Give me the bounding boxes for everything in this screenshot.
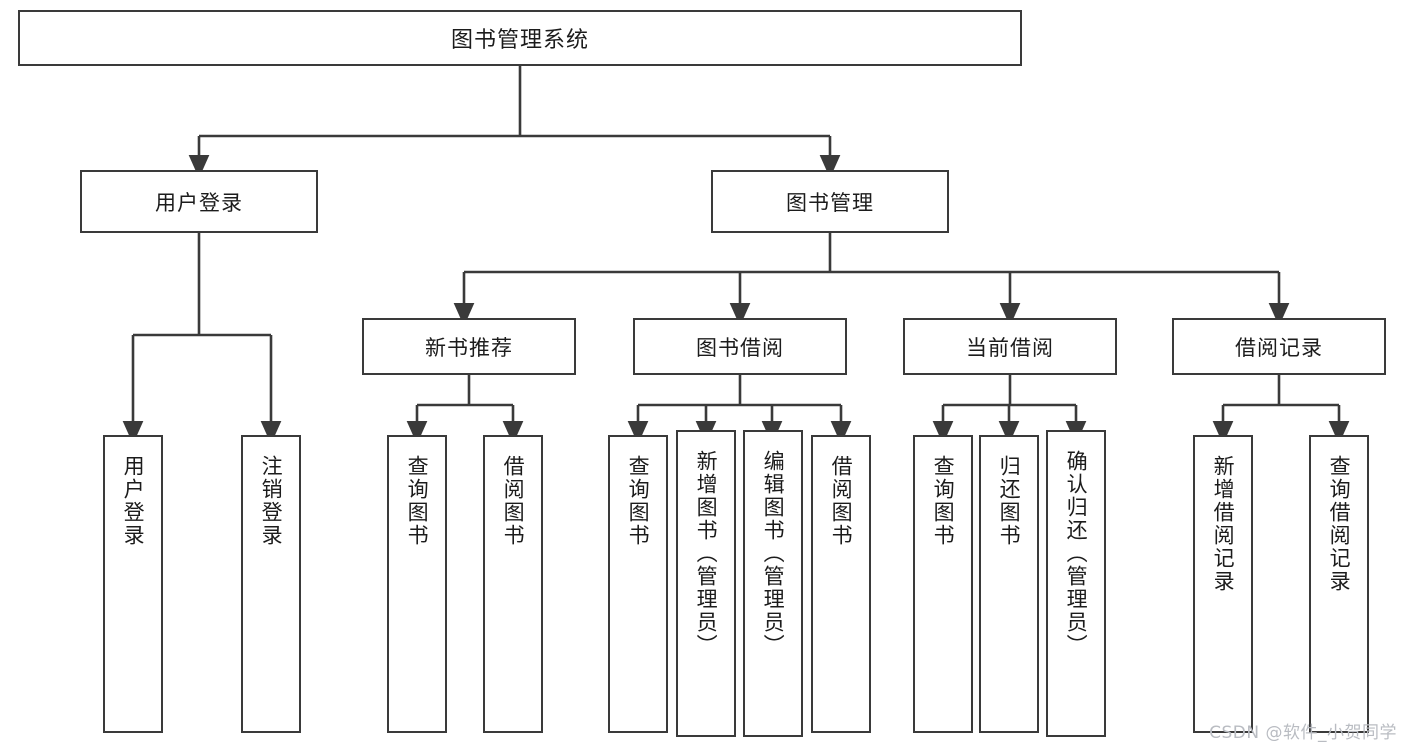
node-new-book-recommend[interactable]: 新书推荐 [362, 318, 576, 375]
node-label: 查询图书 [405, 455, 430, 547]
leaf-logout[interactable]: 注销登录 [241, 435, 301, 733]
leaf-user-login[interactable]: 用户登录 [103, 435, 163, 733]
node-label: 注销登录 [259, 455, 284, 547]
node-label: 借阅图书 [829, 455, 854, 547]
leaf-edit-book[interactable]: 编辑图书（管理员） [743, 430, 803, 737]
node-label: 新增图书（管理员） [694, 450, 719, 657]
node-label: 图书借阅 [696, 335, 784, 360]
node-label: 查询图书 [931, 455, 956, 547]
node-label: 用户登录 [155, 190, 243, 215]
node-label: 编辑图书（管理员） [761, 450, 786, 657]
leaf-query-record[interactable]: 查询借阅记录 [1309, 435, 1369, 733]
node-label: 确认归还（管理员） [1064, 450, 1089, 657]
leaf-query-book-3[interactable]: 查询图书 [913, 435, 973, 733]
node-label: 借阅记录 [1235, 335, 1323, 360]
node-label: 新书推荐 [425, 335, 513, 360]
node-label: 归还图书 [997, 455, 1022, 547]
leaf-query-book-1[interactable]: 查询图书 [387, 435, 447, 733]
leaf-borrow-book-1[interactable]: 借阅图书 [483, 435, 543, 733]
node-label: 查询图书 [626, 455, 651, 547]
watermark-text: CSDN @软件_小贺同学 [1209, 723, 1397, 743]
node-label: 当前借阅 [966, 335, 1054, 360]
leaf-borrow-book-2[interactable]: 借阅图书 [811, 435, 871, 733]
node-label: 图书管理 [786, 190, 874, 215]
node-label: 借阅图书 [501, 455, 526, 547]
leaf-query-book-2[interactable]: 查询图书 [608, 435, 668, 733]
node-label: 用户登录 [121, 455, 146, 547]
node-borrow-record[interactable]: 借阅记录 [1172, 318, 1386, 375]
node-label: 新增借阅记录 [1211, 455, 1236, 593]
leaf-return-book[interactable]: 归还图书 [979, 435, 1039, 733]
node-label: 查询借阅记录 [1327, 455, 1352, 593]
leaf-confirm-return[interactable]: 确认归还（管理员） [1046, 430, 1106, 737]
leaf-add-book[interactable]: 新增图书（管理员） [676, 430, 736, 737]
leaf-add-record[interactable]: 新增借阅记录 [1193, 435, 1253, 733]
node-book-manage[interactable]: 图书管理 [711, 170, 949, 233]
node-book-borrow[interactable]: 图书借阅 [633, 318, 847, 375]
node-label: 图书管理系统 [450, 28, 589, 53]
node-root[interactable]: 图书管理系统 [18, 10, 1022, 66]
node-current-borrow[interactable]: 当前借阅 [903, 318, 1117, 375]
node-user-login[interactable]: 用户登录 [80, 170, 318, 233]
